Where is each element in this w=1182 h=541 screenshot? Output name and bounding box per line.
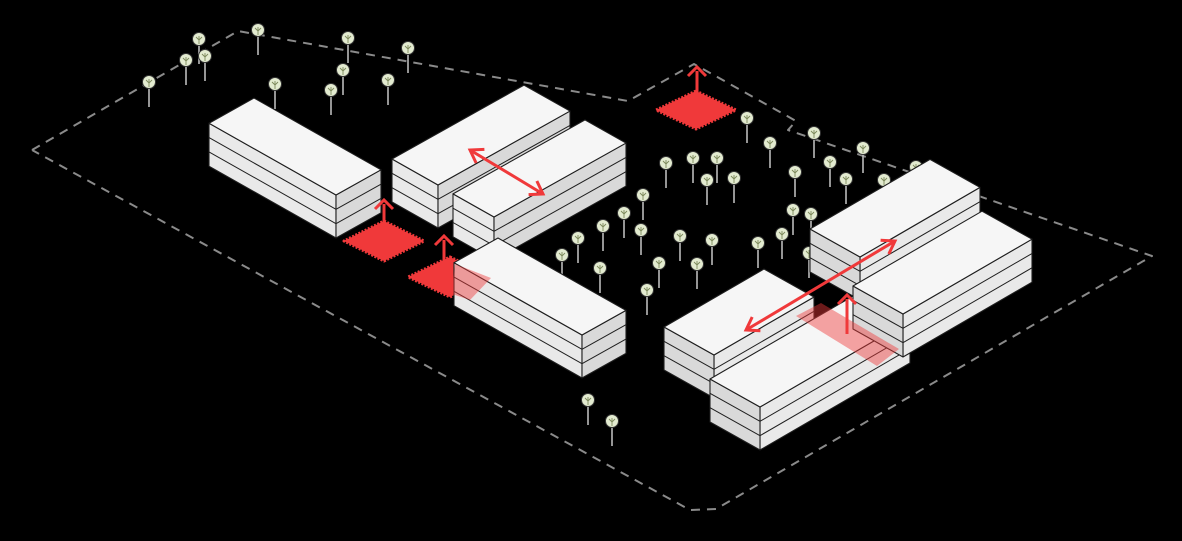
tree-icon: [341, 31, 355, 63]
tree-icon: [823, 155, 837, 187]
tree-icon: [268, 77, 282, 109]
tree-icon: [596, 219, 610, 251]
tree-icon: [251, 23, 265, 55]
tree-icon: [751, 236, 765, 268]
tree-icon: [856, 141, 870, 173]
tree-icon: [686, 151, 700, 183]
tree-icon: [142, 75, 156, 107]
tree-icon: [324, 83, 338, 115]
red-plaza-north: [654, 89, 738, 131]
tree-icon: [605, 414, 619, 446]
tree-icon: [571, 231, 585, 263]
tree-icon: [617, 206, 631, 238]
double-arrow-east: [743, 238, 898, 333]
tree-icon: [775, 227, 789, 259]
tree-icon: [652, 256, 666, 288]
arrows-group: [373, 64, 898, 334]
crossing-east: [796, 303, 899, 366]
up-arrow-west: [373, 197, 395, 228]
tree-icon: [705, 233, 719, 265]
red-plaza-west: [342, 219, 426, 263]
buildings-group: [208, 84, 1033, 451]
tree-icon: [634, 223, 648, 255]
tree-icon: [555, 248, 569, 280]
tree-icon: [807, 126, 821, 158]
tree-icon: [640, 283, 654, 315]
tree-icon: [690, 257, 704, 289]
tree-icon: [763, 136, 777, 168]
tree-icon: [673, 229, 687, 261]
site-boundary-line: [31, 30, 1153, 511]
trees-group: [142, 23, 923, 446]
tree-icon: [659, 156, 673, 188]
tree-icon: [381, 73, 395, 105]
up-arrow-north: [686, 64, 708, 97]
building-nw-3: [452, 119, 627, 261]
tree-icon: [179, 53, 193, 85]
up-arrow-east: [836, 292, 858, 334]
tree-icon: [636, 188, 650, 220]
site-boundary-group: [31, 30, 1153, 511]
plazas-group: [342, 89, 738, 299]
up-arrow-center: [433, 233, 455, 262]
tree-icon: [710, 151, 724, 183]
tree-icon: [740, 111, 754, 143]
tree-icon: [839, 172, 853, 204]
double-arrow-north: [467, 147, 546, 197]
tree-icon: [192, 32, 206, 64]
building-nw-4: [453, 237, 627, 379]
tree-icon: [786, 203, 800, 235]
tree-icon: [727, 171, 741, 203]
tree-icon: [593, 261, 607, 293]
building-se-4: [852, 210, 1033, 358]
tree-icon: [198, 49, 212, 81]
tree-icon: [788, 165, 802, 197]
tree-icon: [336, 63, 350, 95]
tree-icon: [700, 173, 714, 205]
building-nw-1: [208, 97, 382, 239]
tree-icon: [401, 41, 415, 73]
overlay-group: [452, 264, 899, 366]
tree-icon: [581, 393, 595, 425]
crossing-west: [452, 264, 491, 300]
